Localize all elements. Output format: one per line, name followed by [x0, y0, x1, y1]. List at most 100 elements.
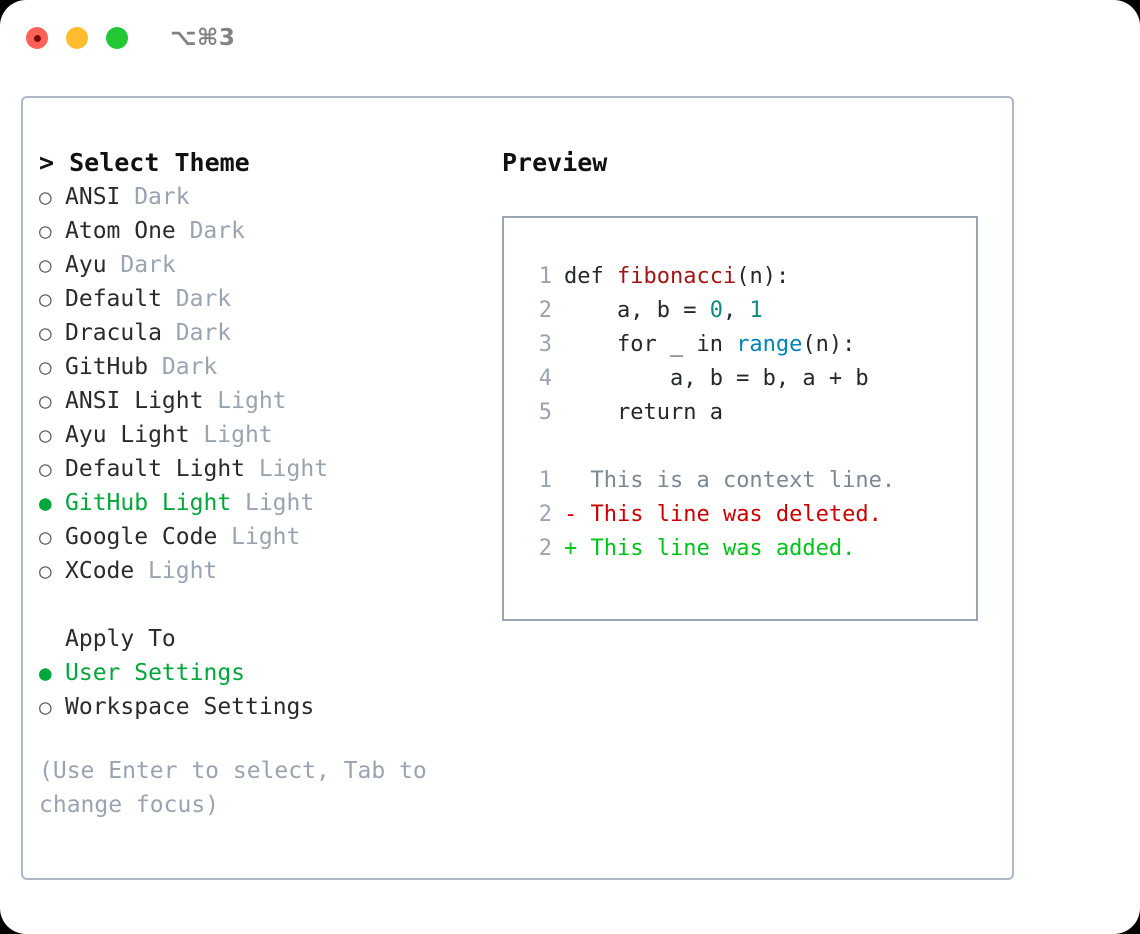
diff-text: This is a context line. — [577, 468, 896, 493]
line-number: 1 — [538, 264, 552, 289]
code-line: 1 def fibonacci(n): — [522, 260, 976, 294]
theme-variant-tag: Dark — [175, 286, 232, 312]
radio-unselected-icon: ○ — [39, 321, 52, 345]
close-button-icon[interactable] — [26, 27, 48, 49]
code-token: , — [722, 298, 750, 323]
theme-option-label: Ayu — [65, 252, 107, 278]
theme-option-label: ANSI Light — [65, 388, 204, 414]
line-number: 1 — [538, 468, 552, 493]
diff-text: This line was deleted. — [577, 502, 882, 527]
line-number: 4 — [538, 366, 552, 391]
code-token: a, b = b, a + b — [564, 366, 869, 391]
radio-unselected-icon: ○ — [39, 287, 52, 311]
theme-variant-tag: Dark — [120, 252, 176, 278]
line-number: 5 — [538, 400, 552, 425]
radio-unselected-icon: ○ — [39, 457, 52, 481]
theme-variant-tag: Dark — [175, 320, 232, 346]
radio-unselected-icon: ○ — [39, 389, 52, 413]
diff-text: This line was added. — [577, 536, 856, 561]
diff-sign — [564, 464, 577, 498]
line-number: 2 — [538, 502, 552, 527]
apply-to-option-workspace-settings[interactable]: ○ Workspace Settings — [39, 690, 479, 724]
code-token: fibonacci — [616, 264, 737, 289]
zoom-button-icon[interactable] — [106, 27, 128, 49]
diff-line-ctx: 1 This is a context line. — [522, 464, 976, 498]
title-bar: ⌥⌘3 — [0, 0, 1140, 76]
code-line: 5 return a — [522, 396, 976, 430]
code-token: 0 — [709, 298, 723, 323]
radio-unselected-icon: ○ — [39, 559, 52, 583]
apply-to-option-label: User Settings — [65, 660, 246, 686]
theme-variant-tag: Dark — [161, 354, 218, 380]
list-spacer — [39, 588, 479, 622]
diff-preview: 1 This is a context line.2- This line wa… — [522, 464, 976, 566]
theme-option-default-light[interactable]: ○ Default Light Light — [39, 452, 479, 486]
radio-unselected-icon: ○ — [39, 525, 52, 549]
radio-selected-icon: ● — [39, 661, 52, 685]
line-number: 3 — [538, 332, 552, 357]
theme-option-label: GitHub — [65, 354, 149, 380]
theme-variant-tag: Light — [244, 490, 315, 516]
code-token: for _ in — [564, 332, 737, 357]
theme-variant-tag: Light — [258, 456, 329, 482]
code-line: 2 a, b = 0, 1 — [522, 294, 976, 328]
diff-line-add: 2 + This line was added. — [522, 532, 976, 566]
theme-variant-tag: Light — [231, 524, 301, 550]
theme-option-ayu-light[interactable]: ○ Ayu Light Light — [39, 418, 479, 452]
theme-option-label: Default Light — [65, 456, 246, 482]
keyboard-shortcut-label: ⌥⌘3 — [170, 25, 236, 51]
radio-unselected-icon: ○ — [39, 355, 52, 379]
diff-line-del: 2- This line was deleted. — [522, 498, 976, 532]
theme-option-ayu[interactable]: ○ Ayu Dark — [39, 248, 479, 282]
apply-to-list[interactable]: ● User Settings ○ Workspace Settings — [39, 656, 479, 724]
radio-unselected-icon: ○ — [39, 423, 52, 447]
minimize-button-icon[interactable] — [66, 27, 88, 49]
radio-unselected-icon: ○ — [39, 695, 52, 719]
diff-sign: + — [564, 536, 578, 561]
theme-variant-tag: Light — [203, 422, 273, 448]
code-token: 1 — [749, 298, 763, 323]
radio-unselected-icon: ○ — [39, 253, 52, 277]
traffic-light-group — [26, 27, 128, 49]
theme-option-label: Ayu Light — [65, 422, 190, 448]
theme-option-label: ANSI — [65, 184, 121, 210]
apply-to-option-label: Workspace Settings — [65, 694, 315, 720]
code-token: def — [564, 264, 617, 289]
preview-header: Preview — [502, 148, 608, 177]
theme-option-ansi[interactable]: ○ ANSI Dark — [39, 180, 479, 214]
theme-option-ansi-light[interactable]: ○ ANSI Light Light — [39, 384, 479, 418]
theme-option-label: XCode — [65, 558, 135, 584]
theme-option-atom-one[interactable]: ○ Atom One Dark — [39, 214, 479, 248]
theme-variant-tag: Dark — [189, 218, 245, 244]
apply-to-header: Apply To — [65, 626, 176, 652]
theme-variant-tag: Light — [217, 388, 287, 414]
radio-unselected-icon: ○ — [39, 185, 52, 209]
code-token: (n): — [736, 264, 790, 289]
diff-sign: - — [564, 502, 578, 527]
radio-unselected-icon: ○ — [39, 219, 52, 243]
select-theme-header: > Select Theme — [39, 148, 250, 177]
code-line: 4 a, b = b, a + b — [522, 362, 976, 396]
code-token: return a — [564, 400, 723, 425]
theme-option-label: Atom One — [65, 218, 176, 244]
line-number: 2 — [538, 536, 552, 561]
theme-option-github[interactable]: ○ GitHub Dark — [39, 350, 479, 384]
line-number: 2 — [538, 298, 552, 323]
radio-selected-icon: ● — [39, 491, 52, 515]
apply-to-option-user-settings[interactable]: ● User Settings — [39, 656, 479, 690]
theme-variant-tag: Dark — [134, 184, 190, 210]
code-token: a, b = — [564, 298, 710, 323]
code-line: 3 for _ in range(n): — [522, 328, 976, 362]
